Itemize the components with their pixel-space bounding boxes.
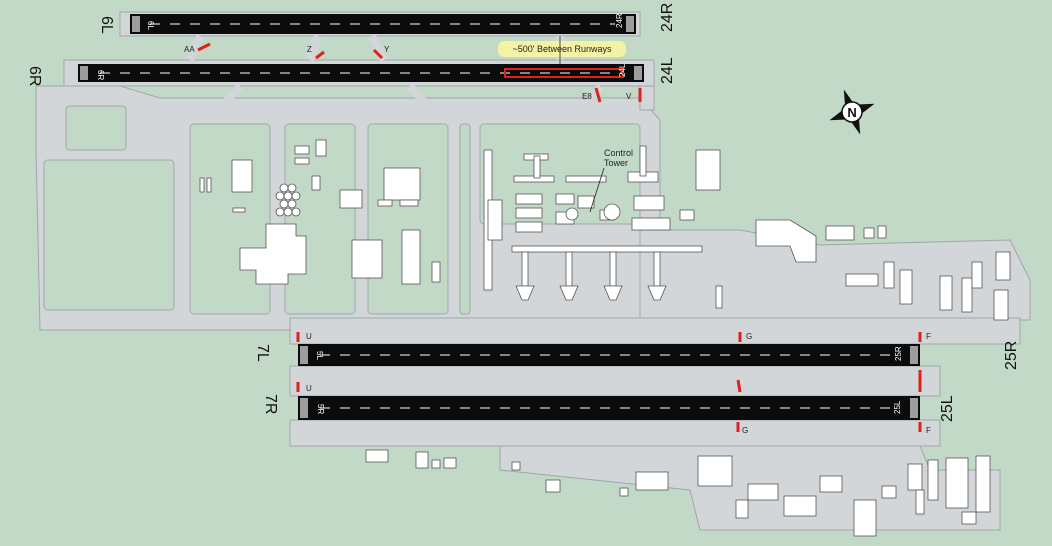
- storage-tanks: [275, 183, 301, 217]
- hotspot-markers: [197, 42, 922, 432]
- runway-number-24L: 24L: [618, 63, 627, 77]
- runway-number-6L: 6L: [146, 21, 155, 30]
- north-arrow-icon: N: [829, 89, 875, 135]
- runway-number-5L: 5L: [315, 351, 324, 360]
- taxiway-label-U-south: U: [306, 384, 312, 393]
- taxiway-label-F-north: F: [926, 332, 931, 341]
- taxiway-label-E8: E8: [582, 92, 592, 101]
- taxiway-label-Z: Z: [307, 45, 312, 54]
- taxiway-label-G-north: G: [746, 332, 752, 341]
- separation-label: ~500' Between Runways: [512, 44, 612, 54]
- runway-label-7L: 7L: [254, 344, 271, 362]
- control-tower-leader: [589, 167, 605, 213]
- runway-label-24R: 24R: [659, 3, 676, 32]
- runway-label-6R: 6R: [26, 66, 43, 86]
- runway-label-24L: 24L: [659, 57, 676, 84]
- taxiway-label-Y: Y: [384, 45, 390, 54]
- taxiway-label-G-south: G: [742, 426, 748, 435]
- runway-number-25R: 25R: [894, 346, 903, 361]
- runway-label-6L: 6L: [98, 16, 115, 34]
- runway-highlight-segment: [504, 68, 624, 78]
- buildings: [199, 139, 1011, 537]
- north-arrow-letter: N: [847, 105, 856, 120]
- runway-label-7R: 7R: [262, 394, 279, 414]
- runway-centerlines: [100, 23, 900, 409]
- taxiway-label-V: V: [626, 92, 632, 101]
- runway-number-5R: 5R: [316, 404, 325, 414]
- taxiway-label-U-north: U: [306, 332, 312, 341]
- separation-highlight: [498, 41, 626, 57]
- runway-label-25R: 25R: [1003, 341, 1020, 370]
- runway-number-25L: 25L: [893, 400, 902, 414]
- runway-number-6R: 6R: [96, 70, 105, 80]
- taxiway-label-F-south: F: [926, 426, 931, 435]
- taxiway-label-AA: AA: [184, 45, 195, 54]
- runway-number-24R: 24R: [615, 13, 624, 28]
- threshold-marks: [80, 16, 918, 418]
- runway-label-25L: 25L: [939, 395, 956, 422]
- runway-6L-24R: [130, 14, 636, 34]
- control-tower-label-line2: Tower: [604, 158, 628, 168]
- control-tower-label-line1: Control: [604, 148, 633, 158]
